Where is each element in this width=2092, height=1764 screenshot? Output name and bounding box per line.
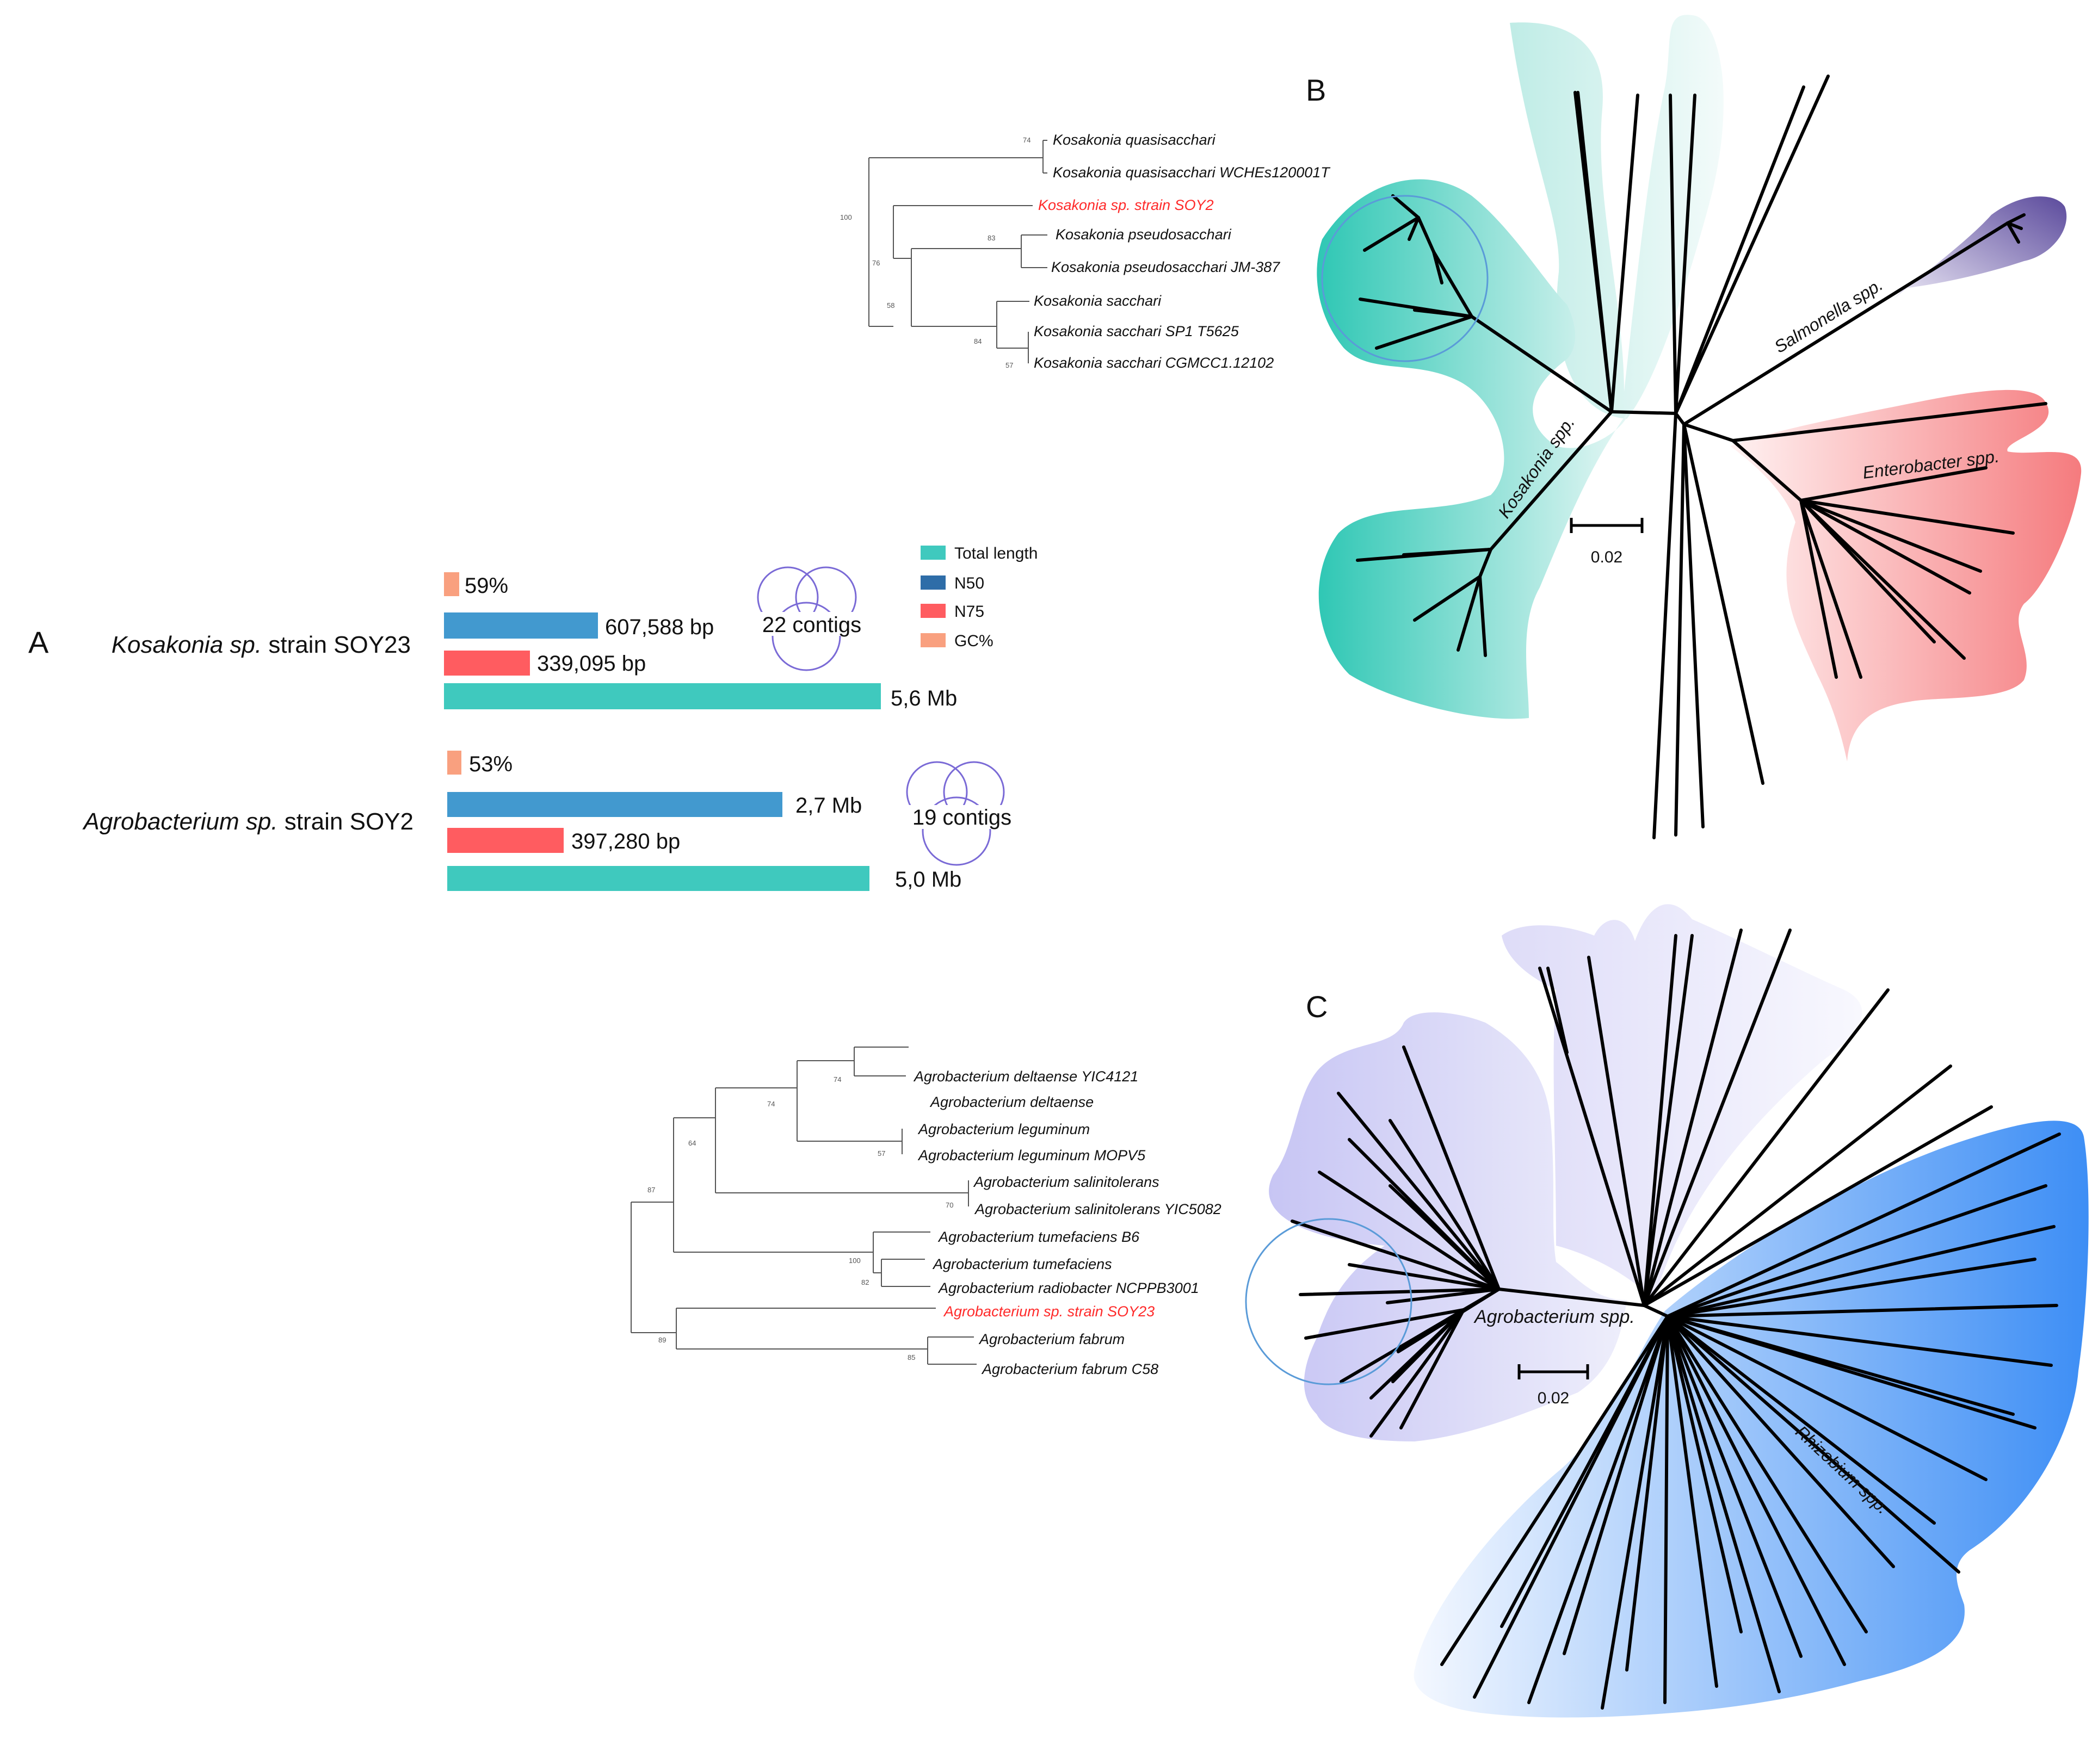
taxon-label: Agrobacterium leguminum xyxy=(917,1121,1090,1137)
contig-label-bg xyxy=(757,612,866,636)
bootstrap-value: 100 xyxy=(849,1257,861,1265)
clade-rhizobium-shape xyxy=(1414,1121,2089,1718)
contig-label-bg xyxy=(908,805,1016,829)
label-n75: 397,280 bp xyxy=(571,830,680,853)
legend-swatch-n50 xyxy=(921,575,946,590)
taxon-label: Agrobacterium leguminum MOPV5 xyxy=(917,1147,1146,1163)
label-gc: 53% xyxy=(469,752,513,776)
bar-n75 xyxy=(444,651,530,676)
taxon-label: Agrobacterium deltaense xyxy=(929,1094,1094,1110)
tree-b-rectangular xyxy=(868,140,1047,363)
bootstrap-value: 74 xyxy=(767,1100,775,1108)
taxon-label: Kosakonia quasisacchari xyxy=(1053,132,1216,148)
taxon-label: Kosakonia sacchari SP1 T5625 xyxy=(1034,323,1239,339)
genome-agrobacterium: Agrobacterium sp. strain SOY2 53% 2,7 Mb… xyxy=(82,751,1016,892)
taxon-label: Kosakonia sacchari xyxy=(1034,293,1162,309)
bootstrap-value: 100 xyxy=(840,213,852,221)
genome-name: Agrobacterium sp. strain SOY2 xyxy=(82,808,414,835)
genome-name: Kosakonia sp. strain SOY23 xyxy=(112,632,411,658)
panel-label-b: B xyxy=(1306,73,1326,107)
scale-bar-label: 0.02 xyxy=(1538,1389,1569,1407)
taxon-label: Agrobacterium radiobacter NCPPB3001 xyxy=(937,1280,1199,1296)
tree-b-unrooted: 0.02 Kosakonia spp. Salmonella spp. Ente… xyxy=(1317,15,2082,839)
taxon-label: Agrobacterium salinitolerans YIC5082 xyxy=(974,1201,1221,1217)
bootstrap-value: 74 xyxy=(834,1075,841,1084)
legend-swatch-n75 xyxy=(921,604,946,618)
bootstrap-value: 74 xyxy=(1023,136,1030,144)
legend-label-gc: GC% xyxy=(954,632,993,650)
bar-total xyxy=(444,683,881,709)
legend-label-n50: N50 xyxy=(954,574,984,592)
clade-enterobacter-shape xyxy=(1730,389,2082,762)
taxon-label: Agrobacterium deltaense YIC4121 xyxy=(913,1068,1138,1085)
taxon-label: Agrobacterium fabrum C58 xyxy=(981,1361,1158,1377)
taxon-label: Agrobacterium tumefaciens xyxy=(932,1256,1112,1272)
taxon-label: Kosakonia sacchari CGMCC1.12102 xyxy=(1034,355,1274,371)
tree-c-bootstrap: 74 74 64 57 87 70 100 82 89 85 xyxy=(647,1075,953,1361)
genome-stats-panel: Total length N50 N75 GC% Kosakonia sp. s… xyxy=(82,544,1038,892)
scale-bar-c xyxy=(1517,1364,1589,1379)
clade-salmonella-shape xyxy=(1893,196,2067,299)
taxon-label-highlight: Agrobacterium sp. strain SOY23 xyxy=(943,1303,1155,1320)
tree-b-bootstrap: 74 100 83 76 58 84 57 xyxy=(840,136,1030,369)
legend-swatch-gc xyxy=(921,633,946,647)
label-n50: 2,7 Mb xyxy=(795,794,862,818)
label-total: 5,0 Mb xyxy=(895,868,961,892)
taxon-label: Kosakonia quasisacchari WCHEs120001T xyxy=(1053,164,1331,181)
bar-n50 xyxy=(447,792,782,817)
bootstrap-value: 57 xyxy=(878,1149,885,1158)
legend-label-n75: N75 xyxy=(954,603,984,621)
taxon-label: Agrobacterium salinitolerans xyxy=(973,1174,1159,1190)
genome-kosakonia: Kosakonia sp. strain SOY23 59% 607,588 b… xyxy=(112,566,957,710)
bar-gc xyxy=(444,572,459,596)
bootstrap-value: 83 xyxy=(988,234,995,242)
label-contigs: 22 contigs xyxy=(762,613,861,637)
label-total: 5,6 Mb xyxy=(891,686,957,710)
taxon-label: Kosakonia pseudosacchari JM-387 xyxy=(1051,259,1280,275)
zoom-circle-kosakonia xyxy=(1321,195,1489,362)
clade-label-agrobacterium: Agrobacterium spp. xyxy=(1473,1307,1635,1327)
bootstrap-value: 82 xyxy=(861,1278,869,1286)
bootstrap-value: 64 xyxy=(688,1139,696,1147)
bootstrap-value: 58 xyxy=(887,301,894,310)
clade-agrobacterium-upper-shape xyxy=(1502,904,1862,1300)
tree-c-taxa: Agrobacterium deltaense YIC4121 Agrobact… xyxy=(913,1068,1221,1377)
bootstrap-value: 57 xyxy=(1005,361,1013,369)
bar-total xyxy=(447,866,869,891)
bootstrap-value: 70 xyxy=(946,1201,953,1209)
scale-bar-label: 0.02 xyxy=(1591,548,1622,566)
taxon-label: Agrobacterium tumefaciens B6 xyxy=(937,1229,1140,1245)
taxon-label-highlight: Kosakonia sp. strain SOY2 xyxy=(1038,197,1214,213)
clade-kosakonia-shape xyxy=(1317,179,1627,719)
taxon-label: Agrobacterium fabrum xyxy=(978,1331,1125,1347)
taxon-label: Kosakonia pseudosacchari xyxy=(1056,226,1232,243)
label-n75: 339,095 bp xyxy=(537,652,646,676)
zoom-circle-agrobacterium xyxy=(1245,1218,1412,1385)
bootstrap-value: 87 xyxy=(647,1186,655,1194)
panel-label-c: C xyxy=(1306,989,1328,1024)
stats-legend: Total length N50 N75 GC% xyxy=(921,544,1038,650)
bootstrap-value: 85 xyxy=(908,1353,915,1361)
bar-n50 xyxy=(444,612,598,639)
tree-c-branches xyxy=(1291,929,2061,1710)
legend-swatch-total xyxy=(921,546,946,560)
label-gc: 59% xyxy=(465,574,508,598)
bootstrap-value: 89 xyxy=(658,1336,666,1344)
legend-label-total: Total length xyxy=(954,544,1038,562)
clade-label-salmonella: Salmonella spp. xyxy=(1771,275,1886,357)
bootstrap-value: 84 xyxy=(974,337,982,345)
label-n50: 607,588 bp xyxy=(605,615,714,639)
label-contigs: 19 contigs xyxy=(912,806,1011,830)
panel-label-a: A xyxy=(28,625,49,659)
tree-c-rectangular xyxy=(631,1047,977,1365)
bar-n75 xyxy=(447,828,564,853)
scale-bar-b xyxy=(1570,518,1644,533)
bootstrap-value: 76 xyxy=(872,259,880,267)
bar-gc xyxy=(447,751,461,775)
tree-b-taxa: Kosakonia quasisacchari Kosakonia quasis… xyxy=(1034,132,1331,371)
tree-b-branches xyxy=(1356,75,2047,839)
tree-c-unrooted: 0.02 Agrobacterium spp. Rhizobium spp. xyxy=(1245,904,2089,1718)
